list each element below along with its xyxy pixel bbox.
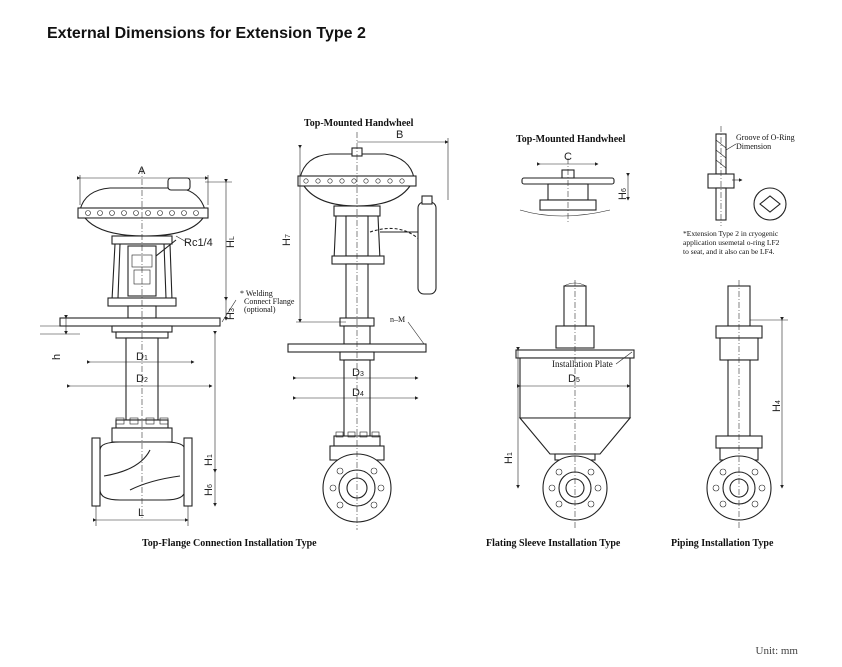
dim-B: B xyxy=(396,129,403,141)
ext-note-2: application usemetal o-ring LF2 xyxy=(683,238,780,247)
handwheel-title-2: Top-Mounted Handwheel xyxy=(516,134,626,145)
page-title: External Dimensions for Extension Type 2 xyxy=(47,25,366,42)
welding-note-3: (optional) xyxy=(244,305,276,314)
handwheel-small-figure xyxy=(519,158,630,222)
handwheel-figure xyxy=(287,132,449,530)
nm-label: n–M xyxy=(390,315,405,324)
dim-A: A xyxy=(138,165,146,177)
oring-detail-figure xyxy=(707,126,787,226)
dim-h: h xyxy=(51,354,63,360)
caption-piping: Piping Installation Type xyxy=(671,538,774,549)
dim-D1: D1 xyxy=(136,351,148,363)
dim-H4: H4 xyxy=(771,400,783,412)
dim-D2: D2 xyxy=(136,373,148,385)
dim-H1b: H1 xyxy=(503,452,515,464)
welding-note-1: * Welding xyxy=(240,289,273,298)
groove-note-1: Groove of O-Ring xyxy=(736,133,795,142)
rc-label: Rc1/4 xyxy=(184,237,213,249)
caption-flating-sleeve: Flating Sleeve Installation Type xyxy=(486,538,621,549)
dim-D4: D4 xyxy=(352,387,364,399)
dim-H3: H3 xyxy=(225,308,237,320)
dim-HL: HL xyxy=(225,236,237,248)
dim-H6b: H6 xyxy=(617,188,629,200)
dim-C: C xyxy=(564,151,572,163)
dim-H1: H1 xyxy=(203,454,215,466)
dim-L: L xyxy=(138,507,144,519)
ext-note-1: *Extension Type 2 in cryogenic xyxy=(683,229,779,238)
ext-note-3: to seat, and it also can be LF4. xyxy=(683,247,775,256)
groove-note-2: Dimension xyxy=(736,142,771,151)
dim-H7: H7 xyxy=(281,234,293,246)
piping-figure xyxy=(706,280,788,530)
dim-D5: D5 xyxy=(568,373,580,385)
install-plate-label: Installation Plate xyxy=(552,359,613,369)
top-flange-figure xyxy=(40,168,237,526)
unit-label: Unit: mm xyxy=(755,645,798,657)
welding-note-2: Connect Flange xyxy=(244,297,295,306)
dim-H6: H6 xyxy=(203,484,215,496)
flating-sleeve-figure xyxy=(515,280,635,530)
handwheel-title-1: Top-Mounted Handwheel xyxy=(304,118,414,129)
dim-D3: D3 xyxy=(352,367,364,379)
caption-top-flange: Top-Flange Connection Installation Type xyxy=(142,538,317,549)
